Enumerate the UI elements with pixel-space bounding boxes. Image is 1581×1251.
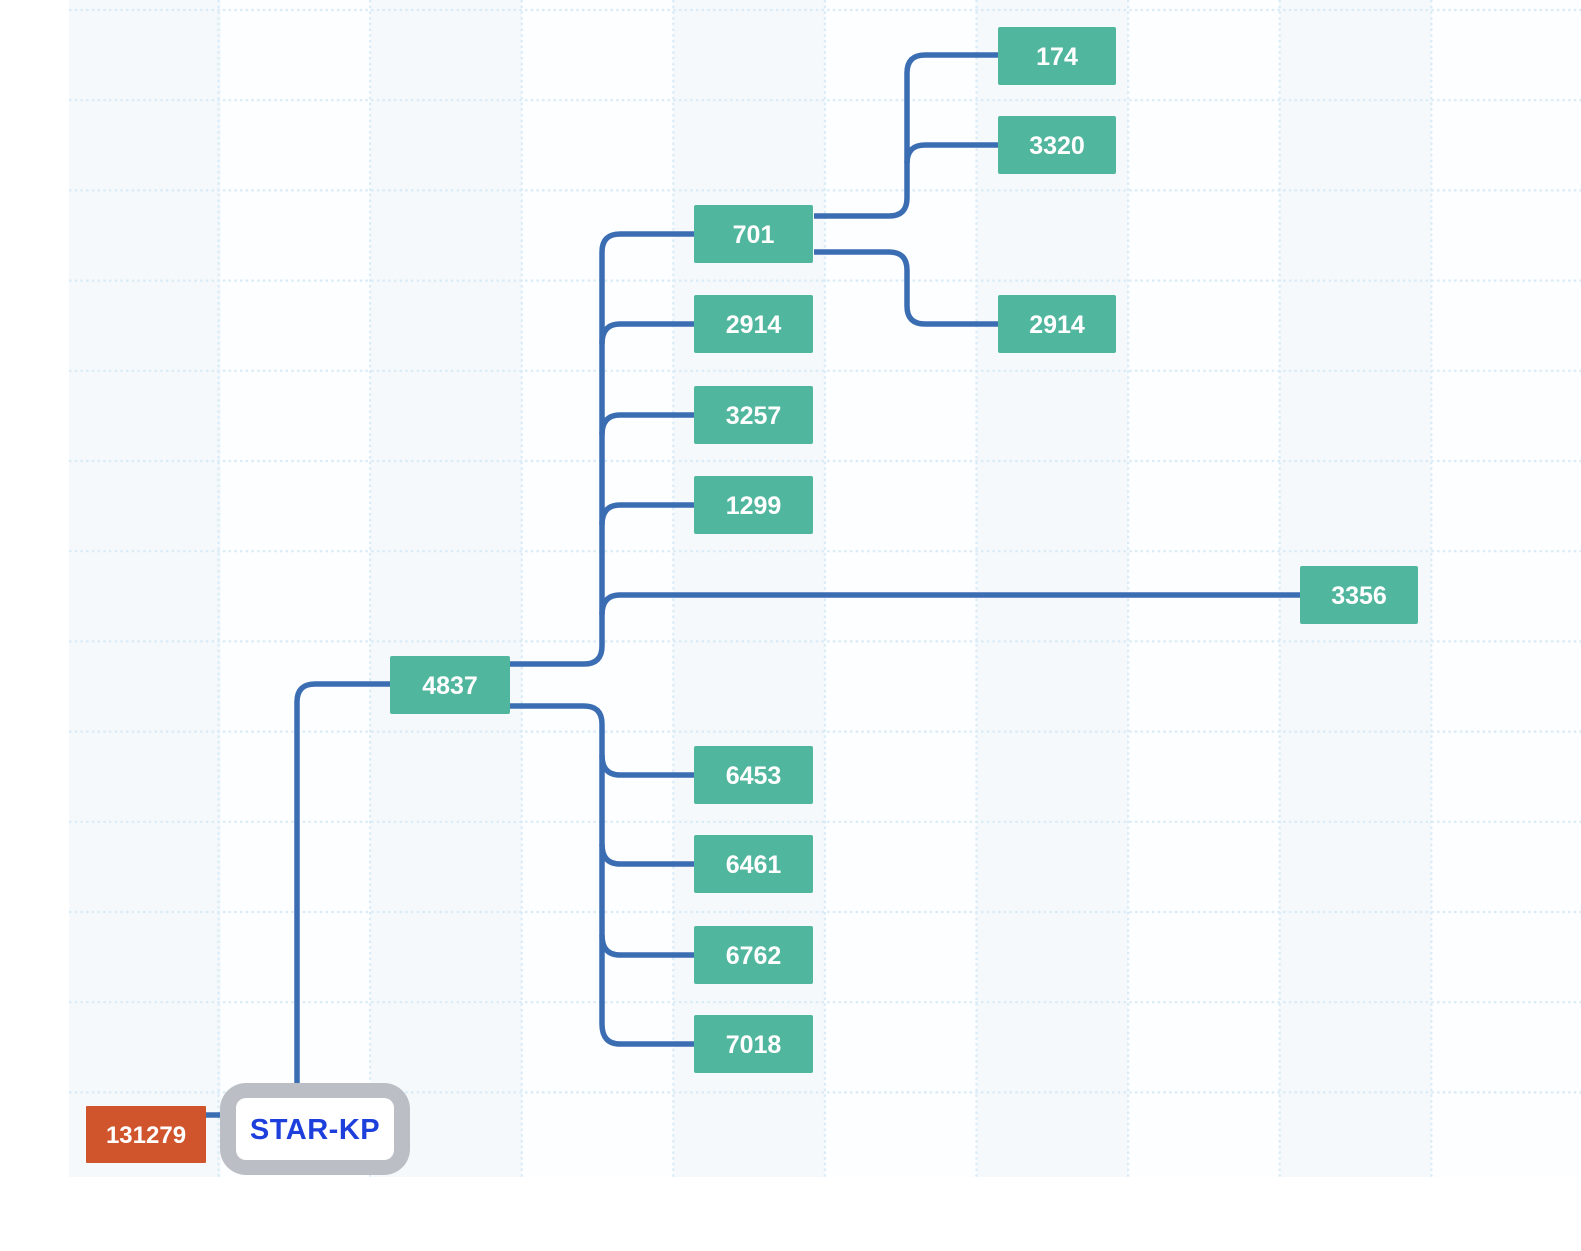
node-174[interactable]: 174 [998, 27, 1116, 85]
grid-lines [69, 0, 1581, 1177]
badge-131279-label: 131279 [106, 1122, 186, 1149]
edge-starkp-4837 [294, 681, 390, 1102]
edge-4837-1299 [599, 502, 694, 526]
node-6762-label: 6762 [726, 942, 782, 970]
root-node-label: STAR-KP [250, 1114, 380, 1146]
node-3320-label: 3320 [1029, 132, 1085, 160]
node-3320[interactable]: 3320 [998, 116, 1116, 174]
node-2914[interactable]: 2914 [694, 295, 813, 353]
node-2914-child[interactable]: 2914 [998, 295, 1116, 353]
edge-4837-7018 [510, 703, 694, 1047]
node-2914-label: 2914 [726, 311, 782, 339]
edge-4837-6461 [599, 843, 694, 867]
edge-701-3320 [904, 142, 998, 164]
root-node-star-kp[interactable]: STAR-KP [220, 1083, 410, 1175]
edge-4837-6453 [599, 754, 694, 778]
root-node-body [236, 1098, 394, 1160]
node-6461[interactable]: 6461 [694, 835, 813, 893]
node-3257-label: 3257 [726, 402, 782, 430]
node-701[interactable]: 701 [694, 205, 813, 263]
node-3257[interactable]: 3257 [694, 386, 813, 444]
edge-701-2914 [814, 249, 998, 327]
edge-4837-701 [510, 231, 694, 667]
node-3356-label: 3356 [1331, 582, 1387, 610]
edge-4837-6762 [599, 934, 694, 958]
node-6461-label: 6461 [726, 851, 782, 879]
node-4837[interactable]: 4837 [390, 656, 510, 714]
node-3356[interactable]: 3356 [1300, 566, 1418, 624]
node-1299[interactable]: 1299 [694, 476, 813, 534]
edge-701-174 [814, 52, 998, 219]
node-174-label: 174 [1036, 43, 1078, 71]
node-6453-label: 6453 [726, 762, 782, 790]
edge-4837-3257 [599, 412, 694, 436]
node-7018[interactable]: 7018 [694, 1015, 813, 1073]
node-6762[interactable]: 6762 [694, 926, 813, 984]
node-1299-label: 1299 [726, 492, 782, 520]
edge-4837-2914 [599, 321, 694, 345]
node-4837-label: 4837 [422, 672, 478, 700]
node-7018-label: 7018 [726, 1031, 782, 1059]
node-701-label: 701 [733, 221, 775, 249]
node-6453[interactable]: 6453 [694, 746, 813, 804]
badge-131279[interactable]: 131279 [86, 1106, 206, 1163]
node-2914-child-label: 2914 [1029, 311, 1085, 339]
edge-4837-3356 [599, 592, 1300, 616]
